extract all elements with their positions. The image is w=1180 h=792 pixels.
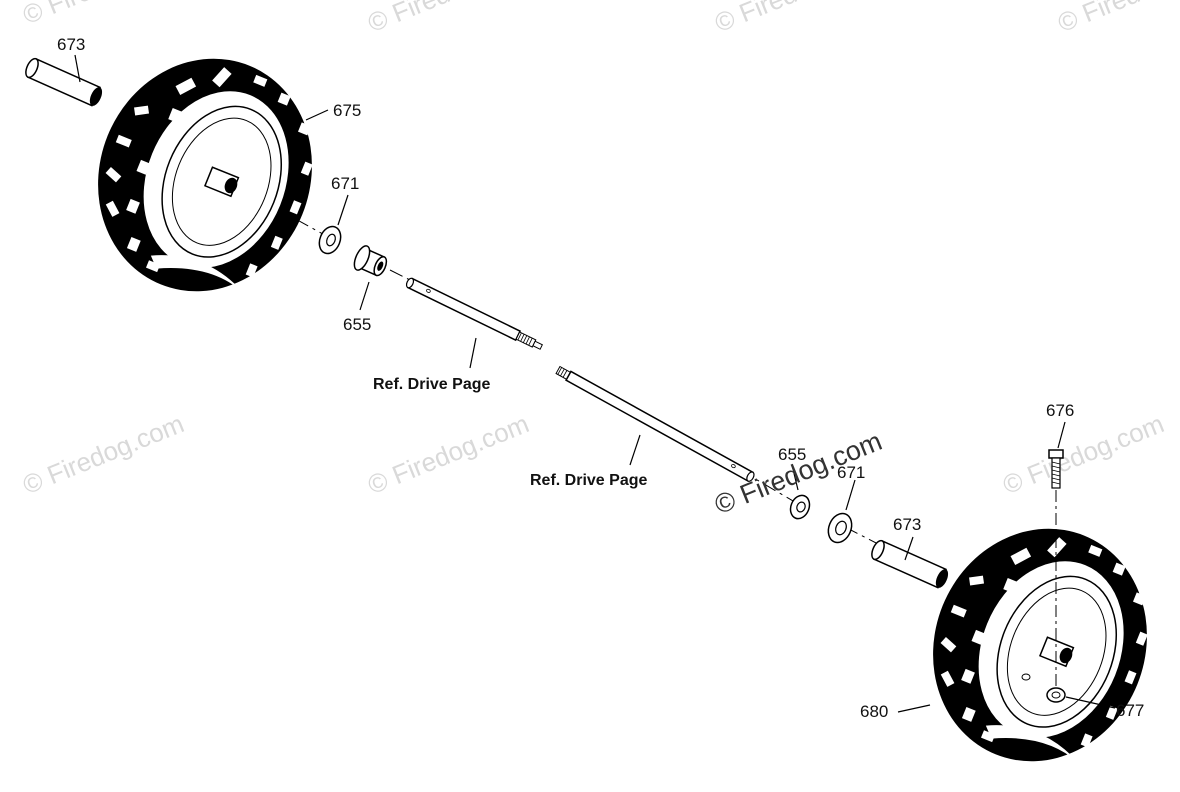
right-spacer-673 [871, 539, 949, 589]
callout-673-right: 673 [893, 515, 922, 534]
callout-655-right: 655 [778, 445, 807, 464]
left-washer-671 [318, 225, 342, 255]
nut-677 [1046, 687, 1066, 703]
left-axle [405, 277, 543, 350]
callout-680: 680 [860, 702, 889, 721]
callout-671-left: 671 [331, 174, 360, 193]
ref-drive-page-left: Ref. Drive Page [373, 376, 491, 393]
left-bushing-655 [353, 245, 388, 277]
right-bushing-655 [789, 494, 811, 520]
ref-drive-page-right: Ref. Drive Page [530, 472, 648, 489]
left-spacer-673 [25, 57, 103, 107]
callout-677: 677 [1116, 701, 1145, 720]
callout-676: 676 [1046, 401, 1075, 420]
right-washer-671 [827, 512, 853, 544]
callout-675: 675 [333, 101, 362, 120]
bolt-676 [1048, 449, 1064, 690]
left-tire [98, 58, 313, 294]
right-tire [933, 528, 1148, 764]
callout-673-left: 673 [57, 35, 86, 54]
leader-lines [74, 54, 1116, 713]
callout-655-left: 655 [343, 315, 372, 334]
right-axle [555, 365, 755, 483]
callout-671-right: 671 [837, 463, 866, 482]
